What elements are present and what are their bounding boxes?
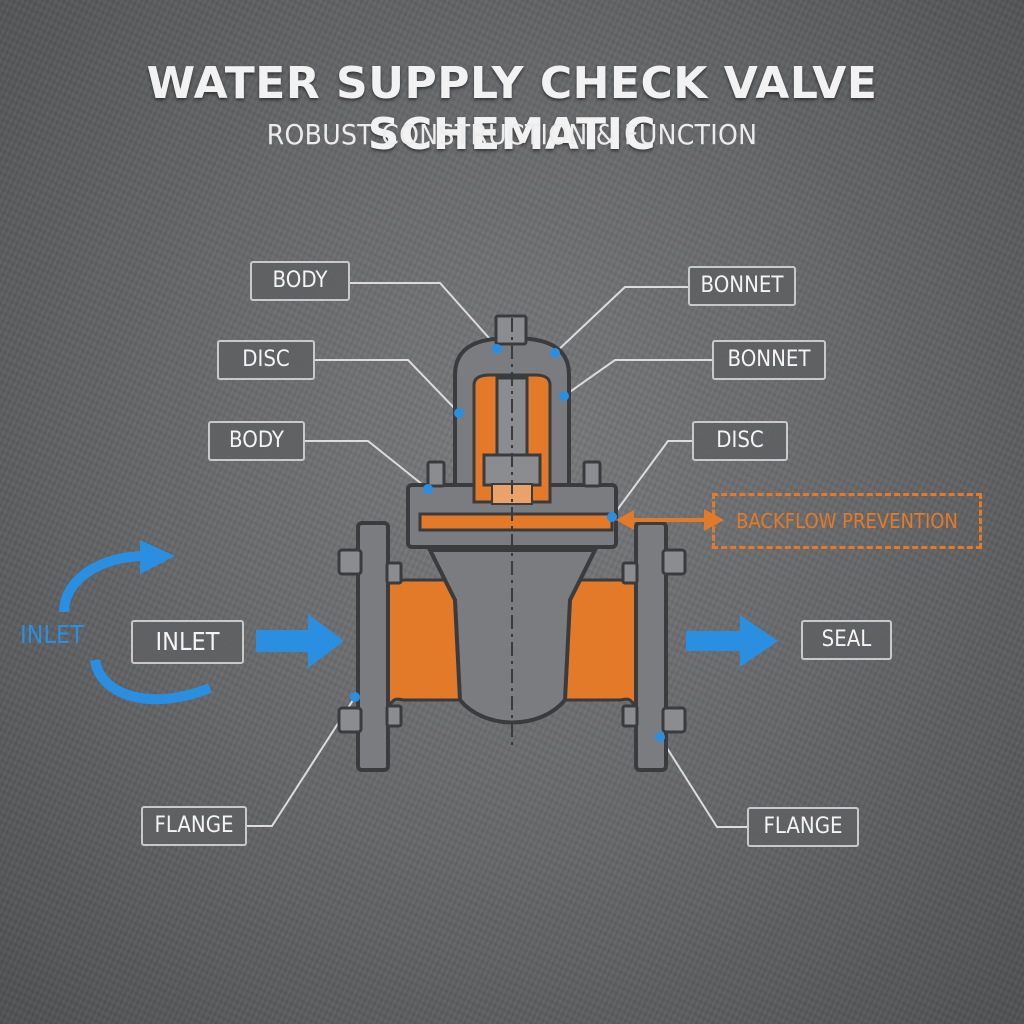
outlet-flow-arrow [686, 615, 778, 667]
label-bonnet-right: BONNET [712, 340, 826, 380]
label-bonnet-top: BONNET [688, 266, 796, 306]
backflow-prevention-callout: BACKFLOW PREVENTION [712, 493, 982, 549]
inlet-cycle-arrows [59, 551, 212, 705]
page-title: WATER SUPPLY CHECK VALVE SCHEMATIC [146, 58, 878, 160]
valve-stem [495, 376, 529, 458]
leader-lines [247, 282, 747, 828]
flange-bolts [337, 548, 687, 734]
leader-bonnet-top [554, 286, 688, 354]
cycle-arrowhead [140, 540, 175, 574]
label-disc-right: DISC [692, 421, 788, 461]
label-flange-right: FLANGE [747, 807, 859, 847]
label-flange-left: FLANGE [141, 806, 247, 846]
label-body-top: BODY [250, 261, 350, 301]
right-flange [634, 521, 668, 772]
label-body-left: BODY [208, 421, 305, 461]
leader-flange-right [659, 736, 747, 828]
leader-bonnet-right [563, 359, 712, 397]
leader-disc-left [315, 359, 460, 414]
bonnet-bolts [426, 460, 602, 488]
valve-disc [418, 512, 614, 532]
backflow-arrow [616, 509, 724, 531]
leader-flange-left [247, 696, 356, 827]
left-flange [356, 521, 390, 772]
leader-body-left [305, 440, 429, 490]
label-seal: SEAL [801, 620, 892, 660]
inlet-flow-arrow [256, 614, 344, 668]
callout-dots [350, 344, 665, 742]
page-subtitle: ROBUST CONSTRUCTION & FUNCTION [266, 118, 758, 151]
leader-disc-right [611, 440, 692, 518]
label-inlet: INLET [131, 620, 244, 664]
leader-body-top [350, 282, 498, 348]
label-disc-left: DISC [217, 340, 315, 380]
inlet-cycle-label: INLET [20, 620, 84, 649]
